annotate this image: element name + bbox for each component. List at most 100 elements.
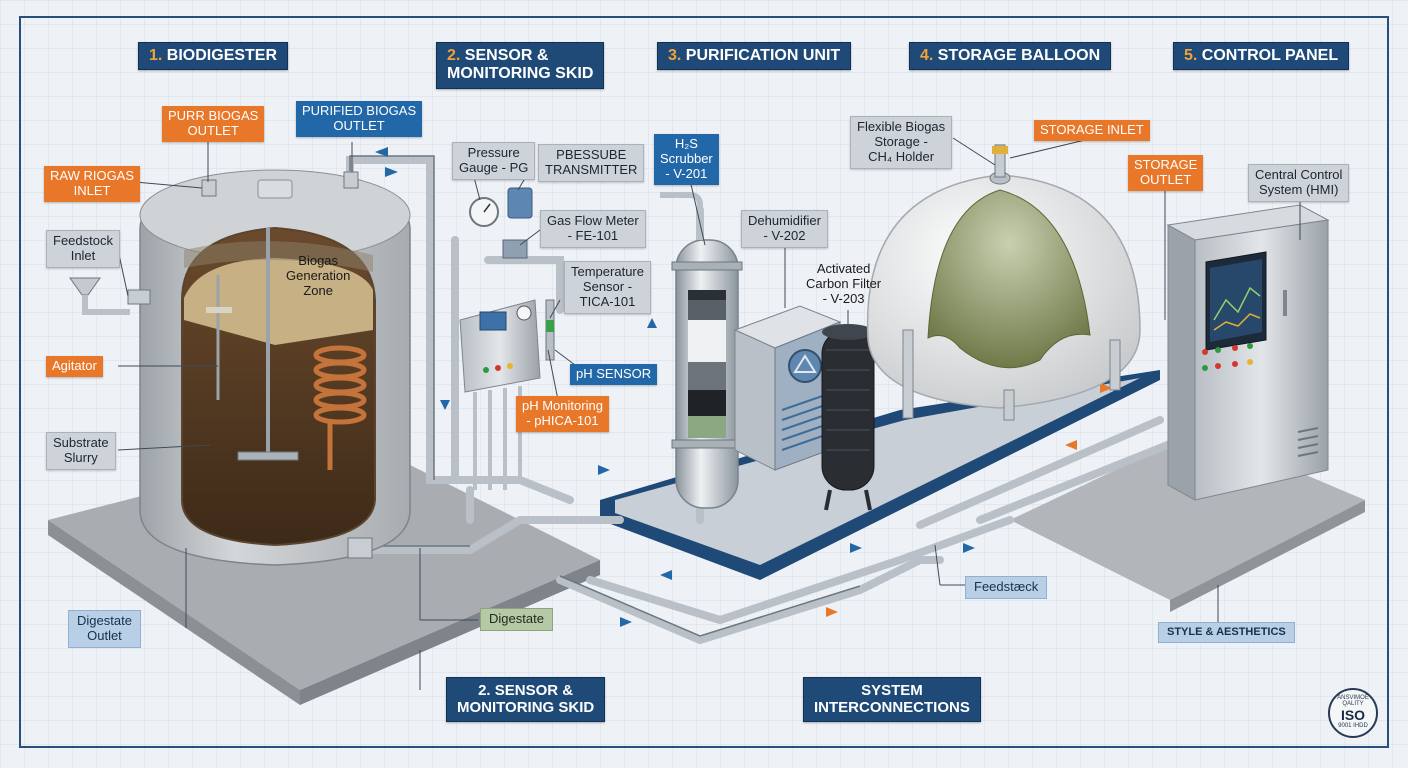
iso-main-text: ISO [1340,707,1366,723]
control-cabinet [1166,204,1330,501]
ph-monitoring-label: pH Monitoring- pHICA-101 [516,396,609,432]
carbon-filter-vessel [821,324,875,511]
h2s-scrubber-vessel [660,192,743,509]
label-line: OUTLET [333,117,385,133]
iso-ring-top: ANSVIMOE QALITY [1337,695,1369,707]
label-line: Temperature [571,264,644,279]
section-number: 3. [668,47,682,64]
label-line: TRANSMITTER [545,161,638,177]
label-line: Dehumidifier [748,213,821,228]
feedstock-label: Feedstæck [965,576,1048,599]
label-line: Generation [286,267,351,283]
storage-balloon [866,144,1141,421]
iso-badge: ANSVIMOE QALITY ISO 9001 IHDD [1328,688,1378,738]
label-line: Gas Flow Meter [547,213,639,228]
section-label: CONTROL PANEL [1201,47,1339,64]
section-header-storage: 4. STORAGE BALLOON [909,42,1112,71]
label-line: - V-202 [763,227,806,243]
label-line: CH₄ Holder [868,148,935,164]
label-line: SYSTEM [861,682,923,699]
label-line: STORAGE [1134,157,1198,172]
control-slab-edge [1170,500,1365,612]
storage-inlet-label: STORAGE INLET [1034,120,1150,141]
label-line: INTERCONNECTIONS [814,699,970,717]
label-line: Carbon Filter [806,275,882,291]
section-number: 1. [149,47,163,64]
label-line: H₂S [674,136,698,151]
label-line: PURIFIED BIOGAS [302,103,417,118]
digestate-label: Digestate [480,608,553,631]
section-number: 5. [1184,47,1198,64]
dehumidifier-label: Dehumidifier- V-202 [741,210,828,248]
label-line: Outlet [87,627,122,643]
label-line: Slurry [63,449,98,465]
biodigester-tank [69,169,411,566]
label-line: RAW RIOGAS [50,168,135,183]
ph-sensor-label: pH SENSOR [570,364,658,385]
section-number: 2. [447,47,461,64]
frame-border [19,16,1389,748]
section-header-biodigester: 1. BIODIGESTER [138,42,289,71]
label-line: - V-201 [665,165,708,181]
label-line: Pressure [467,145,520,160]
label-line: Scrubber [660,150,713,166]
agitator-label: Agitator [46,356,103,377]
label-line: Feedstock [53,233,113,248]
flow-arrows [375,147,1112,627]
label-line: Digestate [77,613,132,628]
label-line: - FE-101 [567,227,619,243]
leader-lines [117,137,1301,690]
section-label-line2: MONITORING SKID [447,65,594,83]
skid-platform-deck [615,378,1140,565]
label-line: OUTLET [187,122,239,138]
label-line: PURR BIOGAS [168,108,259,123]
label-line: Flexible Biogas [857,119,946,134]
section-label: BIODIGESTER [166,47,278,64]
iso-ring-bottom: 9001 IHDD [1338,723,1368,729]
label-line: OUTLET [1140,171,1192,187]
label-line: Storage - [874,133,928,149]
label-line: Sensor - [582,278,633,294]
label-line: PBESSUBE [556,147,627,162]
gas-flow-meter-label: Gas Flow Meter- FE-101 [540,210,646,248]
section-header-sensor-skid: 2. SENSOR &MONITORING SKID [436,42,605,89]
section-header-control-panel: 5. CONTROL PANEL [1173,42,1350,71]
biodigester-slab-edge-right [300,560,600,705]
section-label: PURIFICATION UNIT [685,47,841,64]
label-line: - pHICA-101 [526,412,599,428]
label-line: - V-203 [822,290,865,306]
label-line: System (HMI) [1258,181,1339,197]
section-number: 4. [920,47,934,64]
label-line: 2. SENSOR & [478,682,574,699]
section-label: SENSOR & [464,47,549,64]
label-line: INLET [73,182,111,198]
bottom-sensor-skid-label: 2. SENSOR &MONITORING SKID [446,677,606,722]
biodigester-slab-edge [48,520,300,705]
label-line: Substrate [53,435,109,450]
label-line: MONITORING SKID [457,699,595,717]
sensor-skid [459,187,555,490]
label-line: Central Control [1255,167,1343,182]
label-line: Zone [303,282,333,298]
label-line: pH Monitoring [522,398,603,413]
label-line: Gauge - PG [459,159,529,175]
style-aesthetics-label: STYLE & AESTHETICS [1158,622,1295,643]
label-line: Inlet [70,247,96,263]
